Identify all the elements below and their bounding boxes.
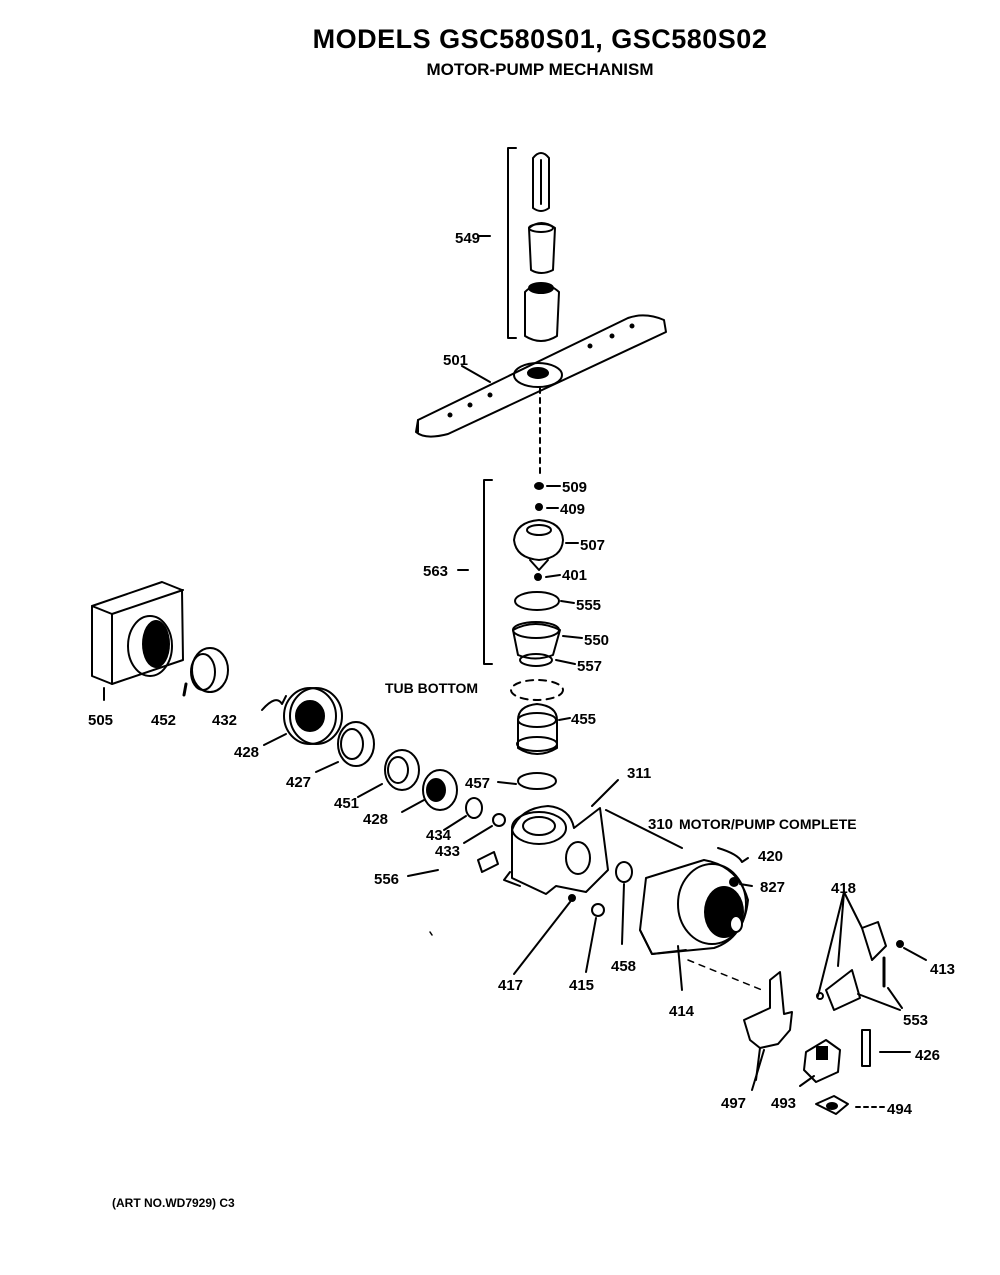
part-428-impeller-plate bbox=[401, 769, 458, 813]
part-420-clip bbox=[717, 847, 749, 863]
label-409: 409 bbox=[560, 501, 585, 518]
part-414-motor bbox=[639, 859, 749, 991]
part-432-spring bbox=[261, 695, 287, 711]
part-550-filter bbox=[512, 621, 583, 660]
bracket-563 bbox=[483, 479, 493, 665]
label-420: 420 bbox=[758, 848, 783, 865]
part-311-pump-housing bbox=[503, 779, 619, 895]
part-401-ball bbox=[534, 573, 561, 581]
label-452: 452 bbox=[151, 712, 176, 729]
label-433: 433 bbox=[435, 843, 460, 860]
part-455-impeller bbox=[516, 703, 571, 755]
label-417: 417 bbox=[498, 977, 523, 994]
bracket-549 bbox=[507, 147, 517, 339]
label-428-plate: 428 bbox=[363, 811, 388, 828]
part-549-tube-top bbox=[532, 152, 550, 212]
label-493: 493 bbox=[771, 1095, 796, 1112]
label-tub-bottom: TUB BOTTOM bbox=[385, 680, 478, 696]
label-497: 497 bbox=[721, 1095, 746, 1112]
part-494-bracket bbox=[815, 1095, 885, 1115]
part-557-seal bbox=[519, 653, 576, 667]
label-432: 432 bbox=[212, 712, 237, 729]
label-415: 415 bbox=[569, 977, 594, 994]
art-number: (ART NO.WD7929) C3 bbox=[112, 1196, 235, 1210]
label-457: 457 bbox=[465, 775, 490, 792]
label-549: 549 bbox=[455, 230, 480, 247]
part-433-washer bbox=[463, 813, 506, 844]
part-549-tube-bottom bbox=[524, 282, 560, 342]
label-550: 550 bbox=[584, 632, 609, 649]
part-555-ring bbox=[514, 591, 575, 611]
part-458-grommet bbox=[615, 861, 633, 945]
part-556-fitting bbox=[407, 851, 499, 877]
label-414: 414 bbox=[669, 1003, 695, 1020]
label-401: 401 bbox=[562, 567, 587, 584]
part-549-tube-middle bbox=[528, 222, 556, 274]
part-434-plug bbox=[443, 797, 483, 831]
label-434: 434 bbox=[426, 827, 452, 844]
label-507: 507 bbox=[580, 537, 605, 554]
part-509-nut bbox=[534, 482, 561, 490]
label-451: 451 bbox=[334, 795, 359, 812]
label-311: 311 bbox=[627, 765, 651, 782]
label-455: 455 bbox=[571, 711, 596, 728]
part-507-hub bbox=[513, 519, 579, 571]
label-553: 553 bbox=[903, 1012, 928, 1029]
part-457-seal bbox=[497, 772, 557, 790]
part-452-collar bbox=[182, 647, 229, 697]
tub-bottom-opening bbox=[510, 679, 564, 701]
page-subtitle: MOTOR-PUMP MECHANISM bbox=[426, 60, 654, 79]
label-494: 494 bbox=[887, 1101, 913, 1118]
label-motor-pump-complete: MOTOR/PUMP COMPLETE bbox=[679, 816, 857, 832]
part-505-housing bbox=[91, 581, 184, 701]
part-415-washer bbox=[585, 903, 605, 973]
label-505: 505 bbox=[88, 712, 113, 729]
label-557: 557 bbox=[577, 658, 602, 675]
part-418-bracket bbox=[816, 891, 887, 1011]
part-409-washer bbox=[535, 503, 559, 511]
part-417-screw bbox=[513, 894, 576, 975]
label-310: 310 bbox=[648, 816, 673, 833]
label-509: 509 bbox=[562, 479, 587, 496]
part-451-ring bbox=[357, 749, 420, 798]
part-493-switch bbox=[799, 1039, 841, 1087]
label-458: 458 bbox=[611, 958, 636, 975]
label-428-chopper: 428 bbox=[234, 744, 259, 761]
label-426: 426 bbox=[915, 1047, 940, 1064]
part-497-mount-bracket bbox=[743, 971, 793, 1091]
label-563: 563 bbox=[423, 563, 448, 580]
part-427-ring bbox=[315, 721, 375, 773]
part-428-chopper bbox=[263, 687, 343, 746]
label-418: 418 bbox=[831, 880, 856, 897]
label-413: 413 bbox=[930, 961, 955, 978]
part-501-spray-arm bbox=[415, 314, 667, 438]
part-827-screw bbox=[729, 877, 753, 887]
label-555: 555 bbox=[576, 597, 601, 614]
label-427: 427 bbox=[286, 774, 311, 791]
label-556: 556 bbox=[374, 871, 399, 888]
part-553-spring bbox=[857, 956, 903, 1011]
part-413-screw bbox=[896, 940, 927, 961]
label-501: 501 bbox=[443, 352, 468, 369]
part-426-pin bbox=[861, 1029, 911, 1067]
page-title: MODELS GSC580S01, GSC580S02 bbox=[312, 24, 768, 54]
label-827: 827 bbox=[760, 879, 785, 896]
